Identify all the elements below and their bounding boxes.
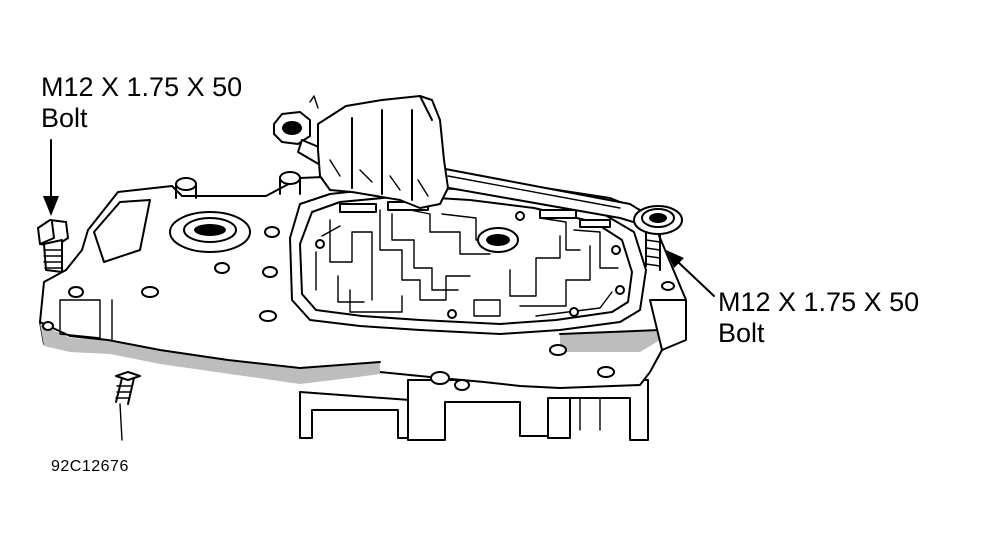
lower-stud bbox=[115, 371, 141, 441]
right-bolt-callout: M12 X 1.75 X 50 Bolt bbox=[718, 287, 919, 349]
callout-arrows bbox=[43, 139, 715, 297]
left-cover-details bbox=[42, 199, 675, 391]
left-bolt bbox=[37, 219, 69, 273]
right-bolt-spec: M12 X 1.75 X 50 bbox=[718, 287, 920, 317]
left-bolt-callout: M12 X 1.75 X 50 Bolt bbox=[41, 72, 242, 134]
right-arrow-head bbox=[666, 250, 684, 268]
left-bolt-spec: M12 X 1.75 X 50 bbox=[41, 72, 243, 102]
right-bolt bbox=[633, 205, 683, 271]
wrench-tool bbox=[273, 95, 647, 225]
lower-frame bbox=[299, 379, 649, 441]
right-bolt-label: Bolt bbox=[718, 318, 765, 348]
right-arrow-shaft bbox=[677, 261, 715, 297]
valve-body bbox=[289, 185, 647, 335]
figure-id: 92C12676 bbox=[51, 458, 129, 475]
hand bbox=[317, 95, 449, 209]
left-arrow-head bbox=[43, 196, 59, 216]
left-bolt-label: Bolt bbox=[41, 103, 88, 133]
